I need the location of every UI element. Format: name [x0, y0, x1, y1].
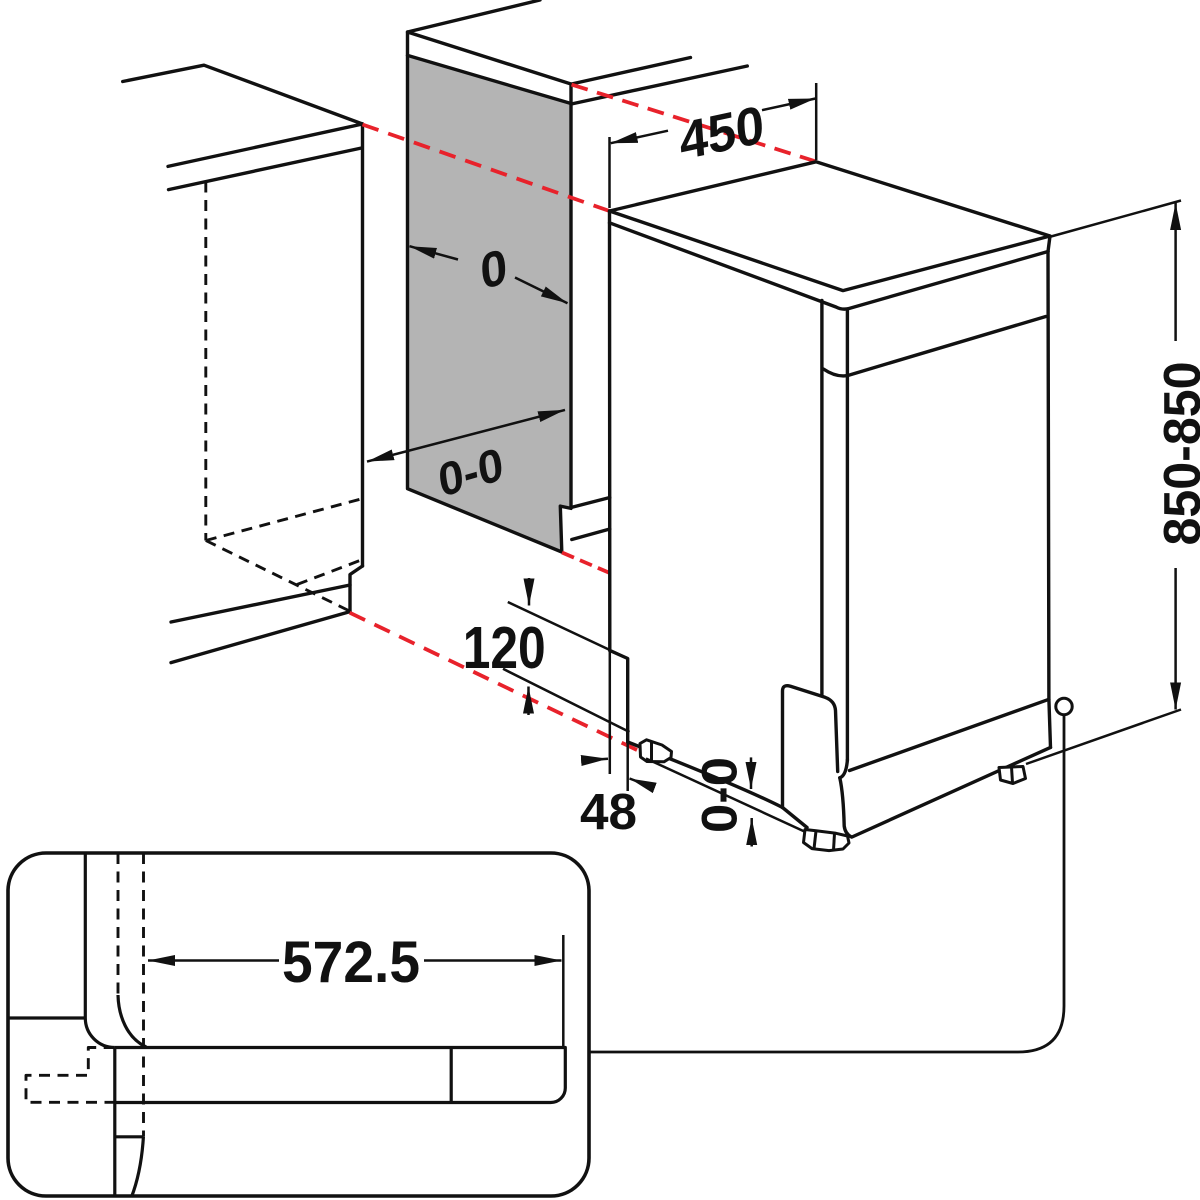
- svg-text:450: 450: [678, 95, 766, 172]
- svg-text:48: 48: [580, 783, 637, 840]
- svg-text:850-850: 850-850: [1154, 362, 1200, 546]
- svg-text:0-0: 0-0: [692, 757, 748, 833]
- svg-text:120: 120: [463, 615, 546, 681]
- svg-text:0: 0: [479, 238, 509, 300]
- svg-text:572.5: 572.5: [282, 930, 420, 995]
